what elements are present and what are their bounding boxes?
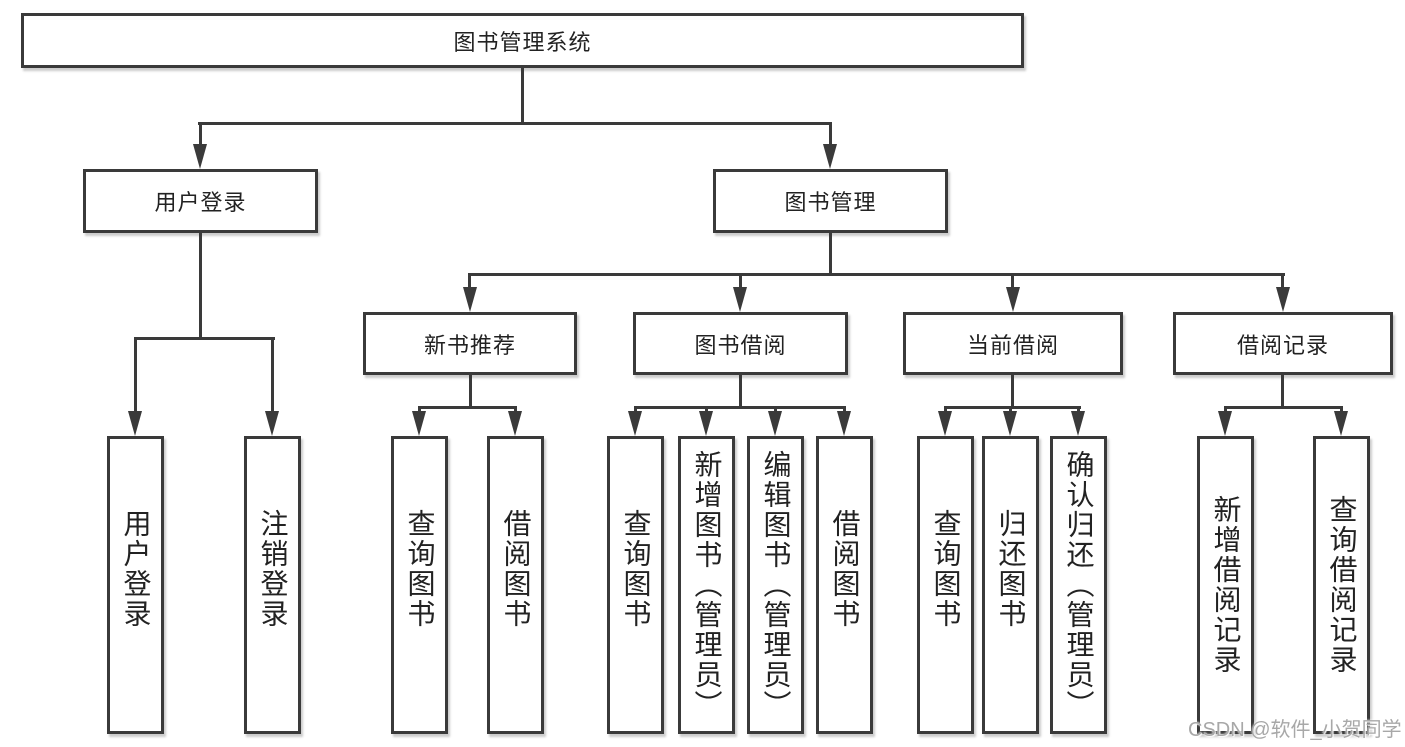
arrowhead-leaf-icon (628, 411, 642, 436)
arrowhead-book-borrowing-icon (733, 287, 747, 312)
node-label: 注销登录 (257, 509, 289, 629)
connector-drop-leaf (843, 406, 846, 414)
node-new-book-recommend: 新书推荐 (363, 312, 577, 375)
leaf-query-borrow-record: 查询借阅记录 (1313, 436, 1370, 734)
arrowhead-leaf-icon (412, 411, 426, 436)
connector-new-book-horizontal (418, 406, 517, 409)
leaf-logout: 注销登录 (244, 436, 301, 734)
arrowhead-leaf-icon (938, 411, 952, 436)
connector-drop-leaf (705, 406, 708, 414)
csdn-watermark: CSDN @软件_小贺同学 (1188, 719, 1402, 741)
connector-level2-horizontal (198, 122, 832, 125)
node-root: 图书管理系统 (21, 13, 1024, 68)
node-label: 借阅图书 (829, 509, 861, 629)
connector-book-borrowing-trunk (739, 375, 742, 406)
leaf-borrow-books-recommend: 借阅图书 (487, 436, 544, 734)
connector-borrowing-records-trunk (1281, 375, 1284, 406)
connector-user-login-trunk (199, 233, 202, 337)
node-label: 图书管理 (784, 190, 877, 215)
connector-current-borrowing-horizontal (944, 406, 1081, 409)
node-book-borrowing: 图书借阅 (633, 312, 848, 375)
arrowhead-leaf-icon (699, 411, 713, 436)
node-label: 查询图书 (930, 509, 962, 629)
connector-drop-current-borrowing (1011, 273, 1014, 287)
node-label: 用户登录 (120, 509, 152, 629)
connector-drop-leaf-user-login (134, 337, 137, 411)
arrowhead-leaf-icon (768, 411, 782, 436)
leaf-query-books-current: 查询图书 (917, 436, 974, 734)
leaf-query-books-borrowing: 查询图书 (607, 436, 664, 734)
node-current-borrowing: 当前借阅 (903, 312, 1123, 375)
connector-drop-leaf (418, 406, 421, 414)
connector-drop-book-borrowing (739, 273, 742, 287)
arrowhead-book-management-icon (823, 144, 837, 169)
leaf-query-books-recommend: 查询图书 (391, 436, 448, 734)
node-label: 借阅图书 (500, 509, 532, 629)
node-label: 查询图书 (620, 509, 652, 629)
node-label: 用户登录 (154, 190, 247, 215)
node-user-login: 用户登录 (83, 169, 318, 233)
arrowhead-new-book-icon (463, 287, 477, 312)
leaf-edit-book-admin: 编辑图书（管理员） (747, 436, 804, 734)
connector-current-borrowing-trunk (1011, 375, 1014, 406)
node-label: 新书推荐 (423, 332, 516, 358)
leaf-borrow-books-borrowing: 借阅图书 (816, 436, 873, 734)
leaf-add-borrow-record: 新增借阅记录 (1197, 436, 1254, 734)
connector-drop-borrowing-records (1281, 273, 1284, 287)
node-label: 借阅记录 (1236, 332, 1329, 358)
leaf-confirm-return-admin: 确认归还（管理员） (1050, 436, 1107, 734)
node-label: 编辑图书（管理员） (760, 450, 792, 720)
connector-drop-user-login (199, 122, 202, 146)
connector-drop-leaf-logout (271, 337, 274, 411)
arrowhead-user-login-icon (193, 144, 207, 169)
connector-drop-leaf (1224, 406, 1227, 414)
connector-drop-leaf (634, 406, 637, 414)
node-label: 当前借阅 (966, 332, 1059, 358)
arrowhead-leaf-icon (1071, 411, 1085, 436)
arrowhead-leaf-logout-icon (265, 411, 279, 436)
arrowhead-borrowing-records-icon (1276, 287, 1290, 312)
connector-new-book-trunk (469, 375, 472, 406)
node-label: 图书管理系统 (453, 29, 592, 55)
arrowhead-leaf-icon (1218, 411, 1232, 436)
arrowhead-leaf-icon (1334, 411, 1348, 436)
node-label: 归还图书 (995, 509, 1027, 629)
arrowhead-leaf-icon (508, 411, 522, 436)
connector-drop-book-management (829, 122, 832, 146)
node-book-management: 图书管理 (713, 169, 948, 233)
node-label: 图书借阅 (694, 332, 787, 358)
connector-level3-horizontal (469, 273, 1285, 276)
connector-drop-leaf (1340, 406, 1343, 414)
node-label: 新增借阅记录 (1210, 495, 1242, 675)
node-borrowing-records: 借阅记录 (1173, 312, 1393, 375)
connector-drop-leaf (1077, 406, 1080, 414)
connector-drop-leaf (944, 406, 947, 414)
node-label: 确认归还（管理员） (1063, 450, 1095, 720)
connector-drop-leaf (774, 406, 777, 414)
arrowhead-leaf-user-login-icon (128, 411, 142, 436)
connector-book-management-trunk (829, 233, 832, 273)
connector-borrowing-records-horizontal (1224, 406, 1343, 409)
connector-drop-new-book (468, 273, 471, 287)
leaf-add-book-admin: 新增图书（管理员） (678, 436, 735, 734)
connector-book-borrowing-horizontal (634, 406, 846, 409)
node-label: 新增图书（管理员） (691, 450, 723, 720)
leaf-user-login: 用户登录 (107, 436, 164, 734)
connector-drop-leaf (514, 406, 517, 414)
connector-root-trunk (521, 68, 524, 122)
leaf-return-books: 归还图书 (982, 436, 1039, 734)
node-label: 查询借阅记录 (1326, 495, 1358, 675)
connector-drop-leaf (1009, 406, 1012, 414)
arrowhead-leaf-icon (1003, 411, 1017, 436)
arrowhead-leaf-icon (837, 411, 851, 436)
arrowhead-current-borrowing-icon (1006, 287, 1020, 312)
node-label: 查询图书 (404, 509, 436, 629)
connector-user-login-horizontal (134, 337, 275, 340)
